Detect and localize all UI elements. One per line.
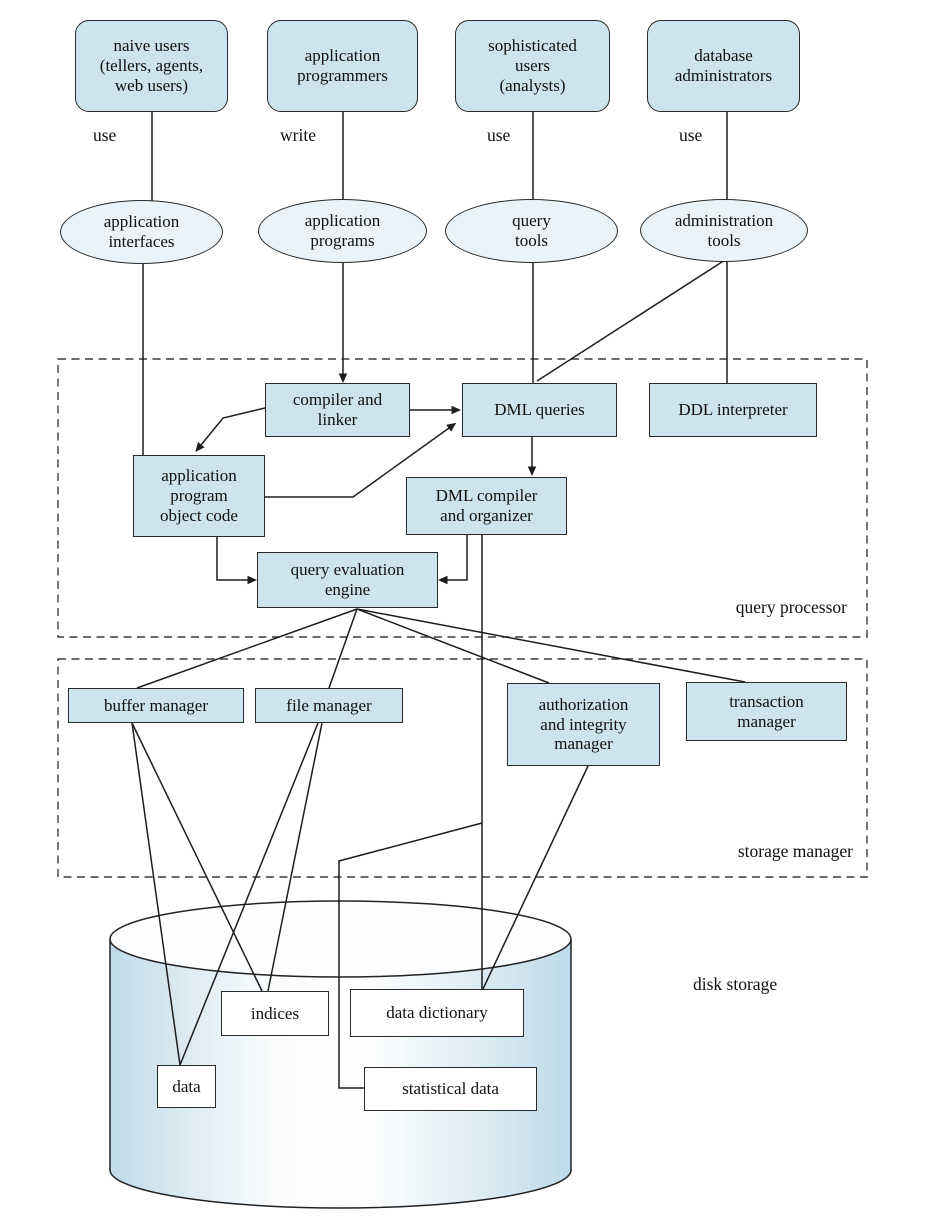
node-dml-queries: DML queries xyxy=(462,383,617,437)
node-authorization-and-integrity-manager: authorization and integrity manager xyxy=(507,683,660,766)
node-administration-tools: administration tools xyxy=(640,199,808,262)
edge-dmlcompiler-to-engine xyxy=(438,535,468,585)
node-transaction-manager: transaction manager xyxy=(686,682,847,741)
node-ddl-interpreter: DDL interpreter xyxy=(649,383,817,437)
node-statistical-data: statistical data xyxy=(364,1067,537,1111)
disk-storage-section-label: disk storage xyxy=(693,974,778,994)
node-application-interfaces: application interfaces xyxy=(60,200,223,264)
edge-dmlcompiler-to-statisticaldata xyxy=(338,822,483,1089)
node-indices: indices xyxy=(221,991,329,1036)
node-buffer-manager: buffer manager xyxy=(68,688,244,723)
node-dml-compiler-and-organizer: DML compiler and organizer xyxy=(406,477,567,535)
edge-label-write-programmers: write xyxy=(280,125,316,145)
edge-engine-to-transaction xyxy=(356,608,746,683)
storage-manager-section-label: storage manager xyxy=(737,841,853,861)
query-processor-frame xyxy=(57,358,868,638)
edge-label-use-dba: use xyxy=(679,125,703,145)
edge-objectcode-to-engine xyxy=(216,537,257,585)
edge-admintools-to-dmlqueries xyxy=(536,259,726,382)
node-naive-users: naive users (tellers, agents, web users) xyxy=(75,20,228,112)
edge-auth-to-datadictionary xyxy=(482,765,589,990)
edge-label-use-sophisticated: use xyxy=(487,125,511,145)
connector-edges xyxy=(131,112,746,1089)
disk-storage-cylinder xyxy=(109,900,572,1209)
edge-buffer-to-indices xyxy=(131,722,263,992)
node-compiler-and-linker: compiler and linker xyxy=(265,383,410,437)
node-sophisticated-users: sophisticated users (analysts) xyxy=(455,20,610,112)
node-file-manager: file manager xyxy=(255,688,403,723)
node-application-program-object-code: application program object code xyxy=(133,455,265,537)
edge-file-to-indices xyxy=(267,722,323,992)
node-application-programmers: application programmers xyxy=(267,20,418,112)
edge-engine-to-buffer xyxy=(136,608,358,689)
node-data-dictionary: data dictionary xyxy=(350,989,524,1037)
edge-compiler-to-objectcode xyxy=(195,407,266,452)
node-database-administrators: database administrators xyxy=(647,20,800,112)
node-application-programs: application programs xyxy=(258,199,427,263)
storage-manager-frame xyxy=(57,658,868,878)
node-data: data xyxy=(157,1065,216,1108)
edge-engine-to-auth xyxy=(356,608,550,684)
node-query-evaluation-engine: query evaluation engine xyxy=(257,552,438,608)
edge-objectcode-to-dmlqueries xyxy=(265,422,457,498)
edge-engine-to-file xyxy=(328,608,358,689)
edge-label-use-naive: use xyxy=(93,125,117,145)
node-query-tools: query tools xyxy=(445,199,618,263)
query-processor-section-label: query processor xyxy=(735,597,847,617)
edge-buffer-to-data xyxy=(131,722,181,1066)
edge-file-to-data xyxy=(179,722,319,1066)
